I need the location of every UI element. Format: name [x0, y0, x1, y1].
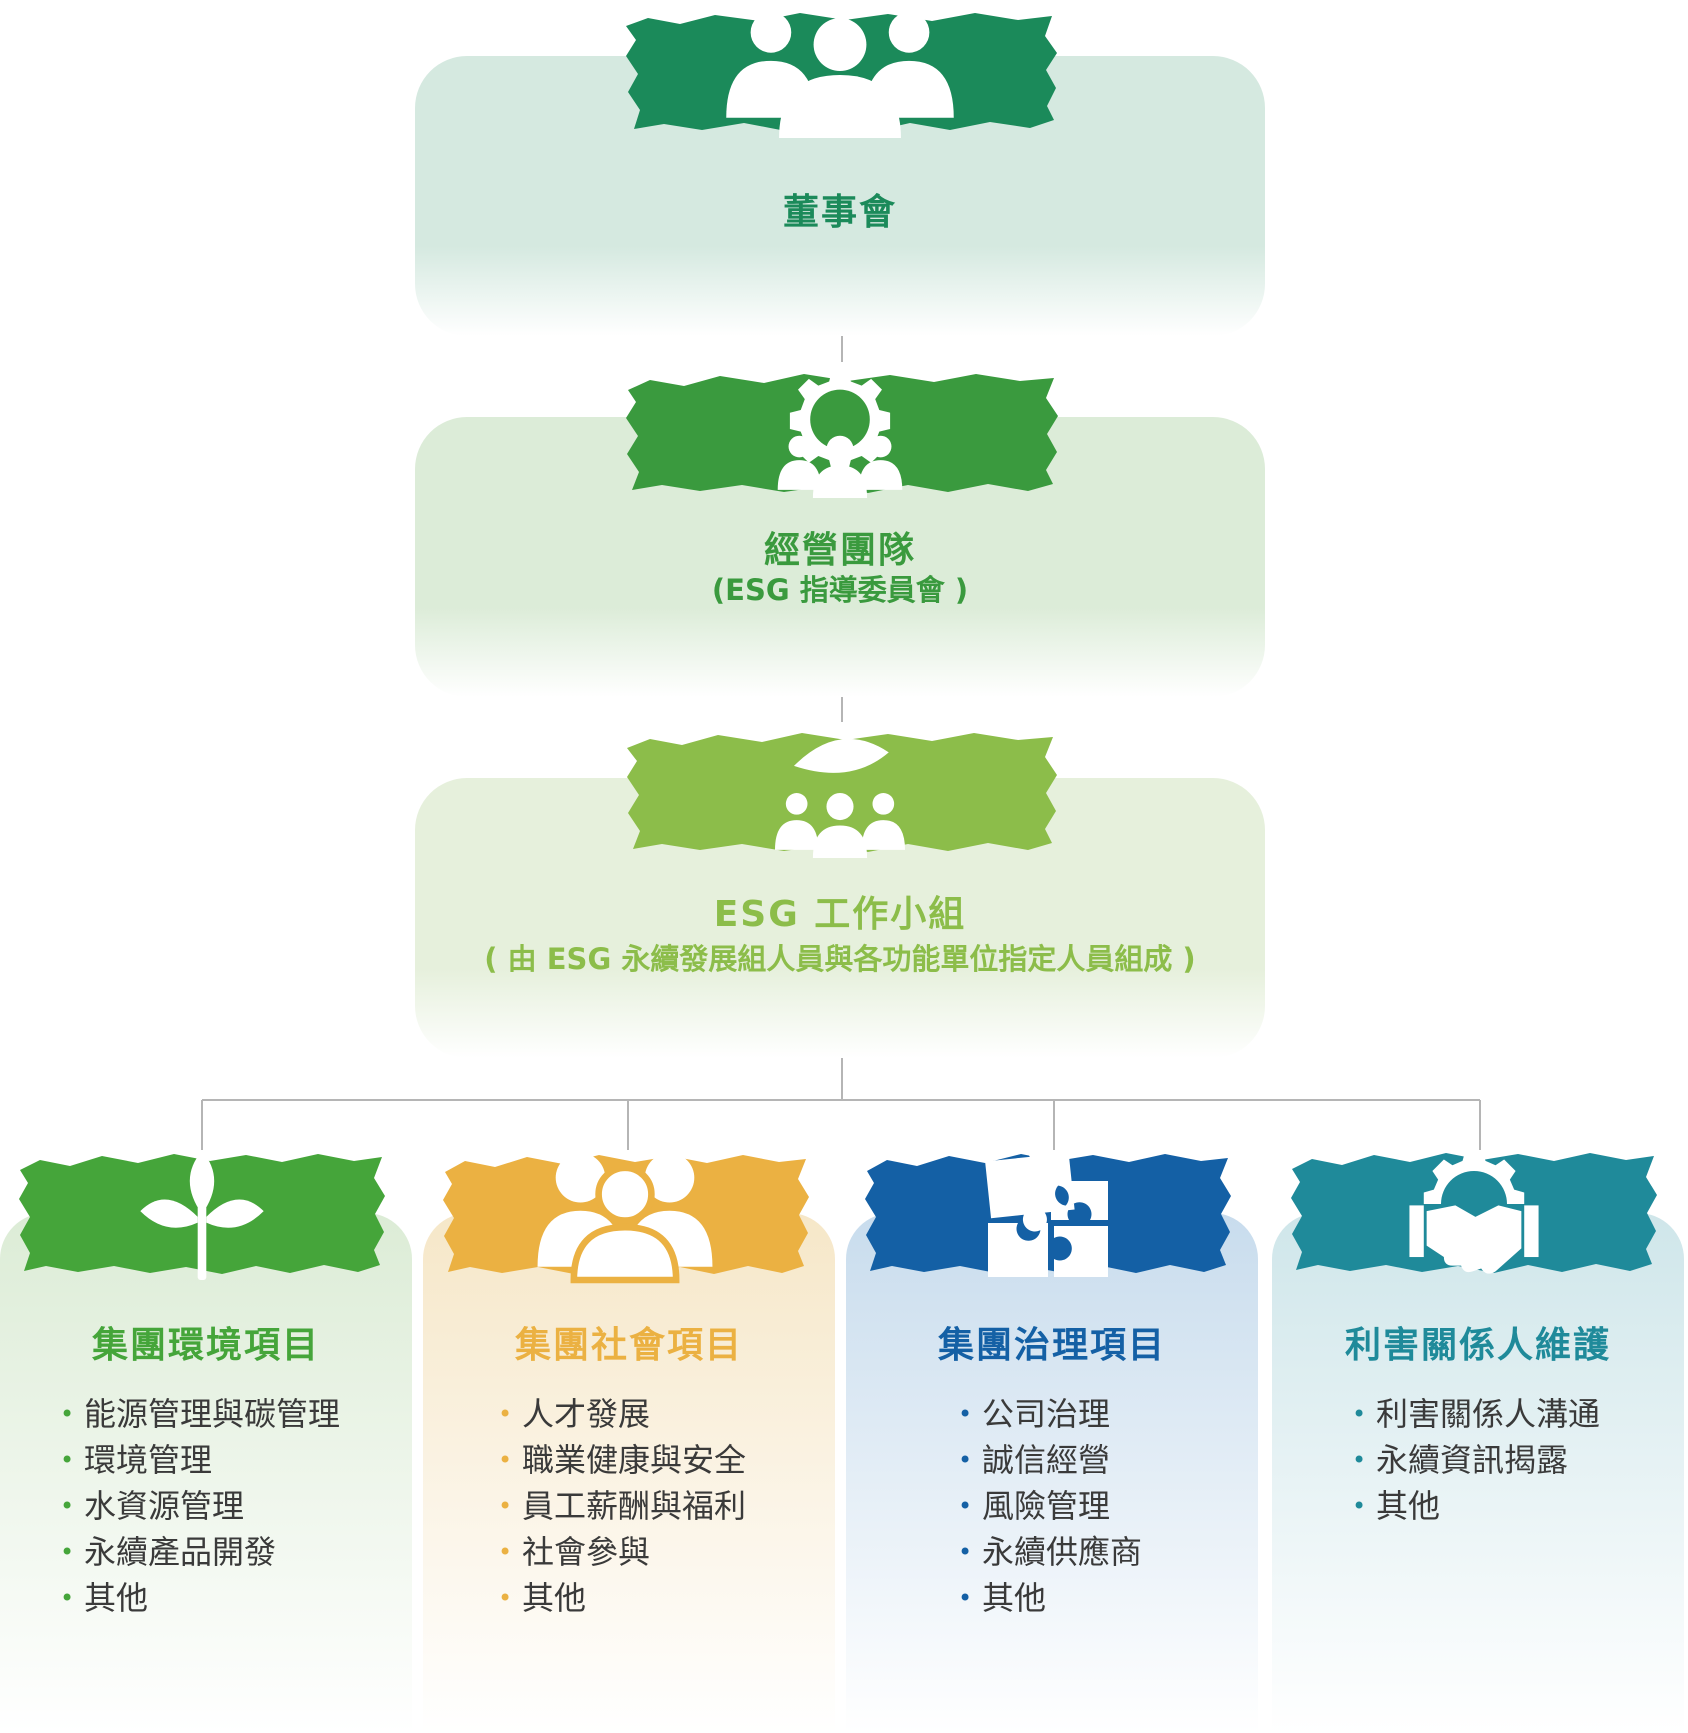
list-item: 其他 [60, 1575, 340, 1621]
board-brush-banner [620, 8, 1060, 138]
list-item: 風險管理 [958, 1483, 1142, 1529]
environment-item-list: 能源管理與碳管理 環境管理 水資源管理 永續產品開發 其他 [60, 1391, 340, 1621]
list-item: 其他 [958, 1575, 1142, 1621]
puzzle-icon [984, 1138, 1108, 1277]
list-item: 永續產品開發 [60, 1529, 340, 1575]
governance-brush-banner [860, 1138, 1235, 1280]
list-item: 利害關係人溝通 [1352, 1391, 1600, 1437]
list-item: 公司治理 [958, 1391, 1142, 1437]
governance-item-list: 公司治理 誠信經營 風險管理 永續供應商 其他 [958, 1391, 1142, 1621]
social-item-list: 人才發展 職業健康與安全 員工薪酬與福利 社會參與 其他 [498, 1391, 746, 1621]
list-item: 能源管理與碳管理 [60, 1391, 340, 1437]
list-item: 環境管理 [60, 1437, 340, 1483]
list-item: 其他 [1352, 1483, 1600, 1529]
list-item: 職業健康與安全 [498, 1437, 746, 1483]
sprout-icon [139, 1150, 264, 1280]
list-item: 社會參與 [498, 1529, 746, 1575]
list-item: 員工薪酬與福利 [498, 1483, 746, 1529]
handshake-gear-icon [1408, 1150, 1539, 1274]
management-brush-banner [620, 368, 1060, 498]
list-item: 其他 [498, 1575, 746, 1621]
esg-group-subtitle: ( 由 ESG 永續發展組人員與各功能單位指定人員組成 ) [484, 942, 1196, 976]
board-title: 董事會 [782, 192, 897, 233]
esg-group-brush-banner [620, 728, 1060, 858]
list-item: 永續資訊揭露 [1352, 1437, 1600, 1483]
list-item: 水資源管理 [60, 1483, 340, 1529]
stakeholder-brush-banner [1286, 1148, 1661, 1280]
environment-brush-banner [14, 1148, 389, 1280]
stakeholder-item-list: 利害關係人溝通 永續資訊揭露 其他 [1352, 1391, 1600, 1529]
esg-leaf-people-icon [775, 738, 905, 858]
esg-group-title: ESG 工作小組 [713, 894, 967, 935]
social-title: 集團社會項目 [514, 1325, 743, 1366]
list-item: 誠信經營 [958, 1437, 1142, 1483]
social-brush-banner [437, 1148, 812, 1284]
list-item: 人才發展 [498, 1391, 746, 1437]
board-people-icon [726, 12, 954, 138]
governance-title: 集團治理項目 [937, 1325, 1166, 1366]
management-subtitle: (ESG 指導委員會 ) [711, 573, 969, 607]
stakeholder-title: 利害關係人維護 [1344, 1325, 1611, 1366]
management-team-gear-icon [777, 370, 903, 498]
management-title: 經營團隊 [763, 530, 916, 571]
environment-title: 集團環境項目 [91, 1325, 320, 1366]
people-group-icon [537, 1152, 712, 1284]
list-item: 永續供應商 [958, 1529, 1142, 1575]
